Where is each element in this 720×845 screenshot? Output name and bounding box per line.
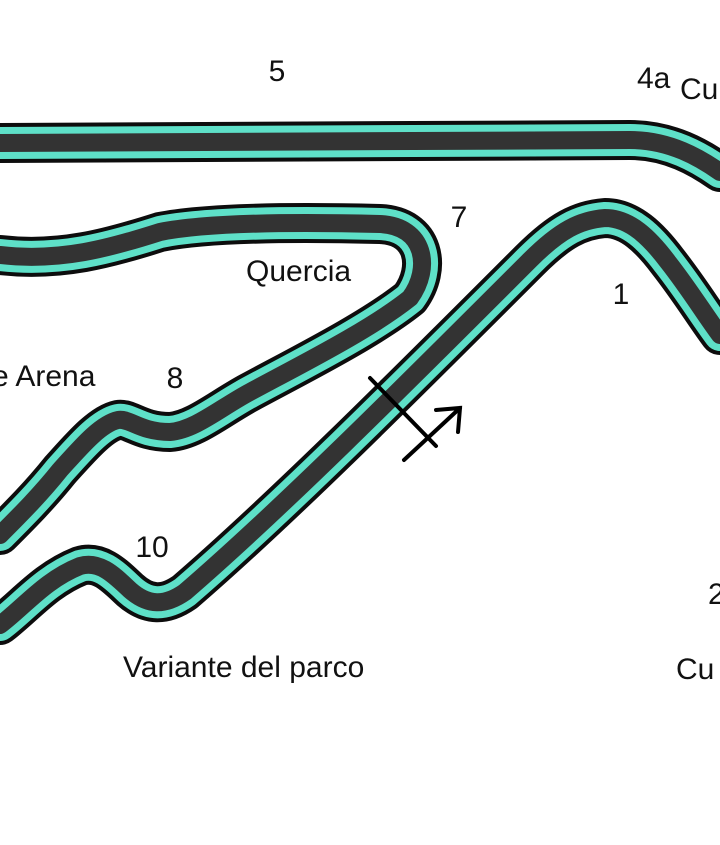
label-turn-1: 1 [613, 278, 630, 311]
label-turn-10: 10 [135, 531, 168, 564]
label-variante-del-parco: Variante del parco [123, 651, 364, 684]
label-arena: e Arena [0, 360, 96, 393]
track [0, 120, 720, 645]
label-turn-2: 2 [708, 578, 720, 611]
label-curve-bottom-right: Cu [676, 653, 714, 686]
direction-arrow-head-icon [434, 405, 463, 434]
label-quercia: Quercia [246, 255, 351, 288]
label-curve-top-right: Cu [680, 73, 718, 106]
track-surface [0, 131, 720, 634]
label-turn-4a: 4a [637, 62, 671, 95]
start-finish-icon [368, 376, 463, 462]
direction-arrow-icon [402, 406, 462, 462]
label-turn-5: 5 [269, 55, 286, 88]
label-turn-7: 7 [451, 201, 468, 234]
label-turn-8: 8 [167, 362, 184, 395]
map-labels: 5 4a Cu 7 Quercia 1 e Arena 8 10 2 Varia… [0, 55, 720, 686]
start-finish-line [368, 376, 438, 448]
